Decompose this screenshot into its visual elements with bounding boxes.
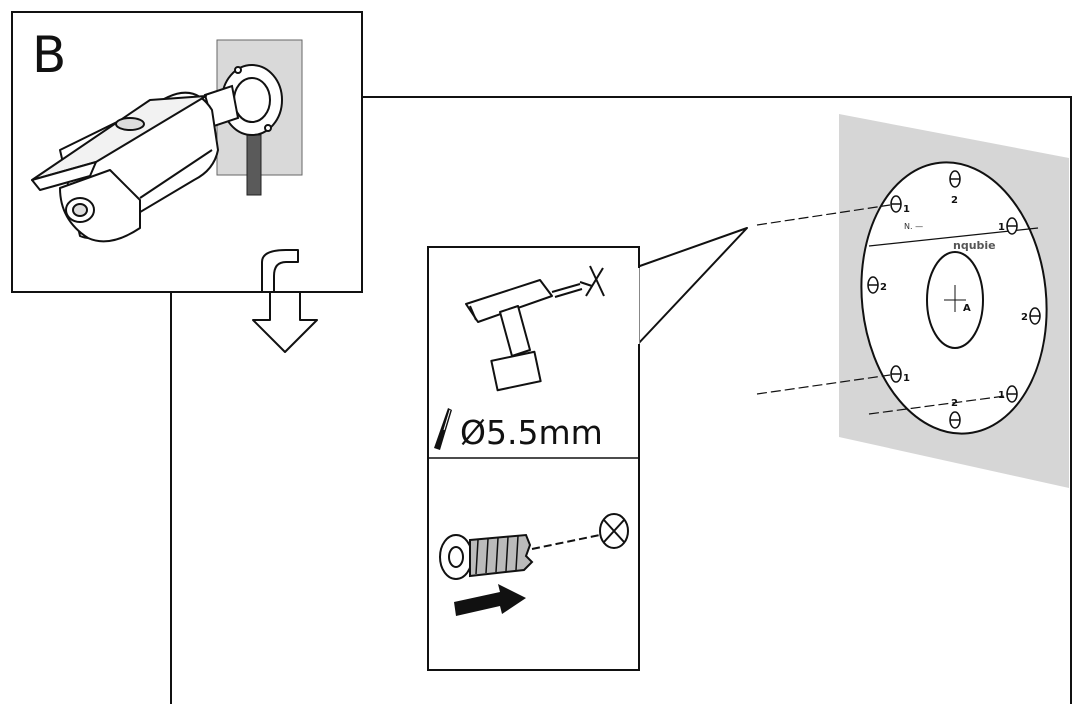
template-center-label: A	[963, 303, 971, 314]
wall-anchor-icon	[439, 513, 629, 580]
drill-bit-icon	[434, 408, 452, 450]
camera-illustration	[31, 91, 219, 243]
detail-panel: Ø5.5mm	[427, 227, 748, 671]
down-arrow-icon	[252, 249, 318, 353]
projection-lines	[756, 204, 1006, 415]
template-hole-label: 2	[951, 195, 958, 206]
connector-lines	[170, 96, 1072, 704]
template-hole-label: 2	[880, 282, 887, 293]
cable	[246, 134, 262, 196]
push-arrow-icon	[454, 584, 526, 616]
template-mark: N. —	[904, 222, 923, 231]
mount-bracket-icon	[203, 64, 283, 136]
step-letter: B	[32, 26, 66, 84]
template-hole-label: 1	[903, 204, 910, 215]
template-holes	[867, 170, 1041, 429]
template-hole-label: 2	[1021, 312, 1028, 323]
mounting-template-icon: A nqubie N. — 1 2 1 2 2 1 2 1	[756, 114, 1069, 488]
step-panel-b: B	[11, 11, 363, 293]
template-hole-label: 2	[951, 398, 958, 409]
template-hole-label: 1	[903, 373, 910, 384]
template-hole-label: 1	[998, 222, 1005, 233]
drill-icon	[465, 265, 605, 392]
template-watermark: nqubie	[953, 239, 996, 252]
drill-bit-label: Ø5.5mm	[460, 413, 603, 452]
template-hole-label: 1	[998, 390, 1005, 401]
